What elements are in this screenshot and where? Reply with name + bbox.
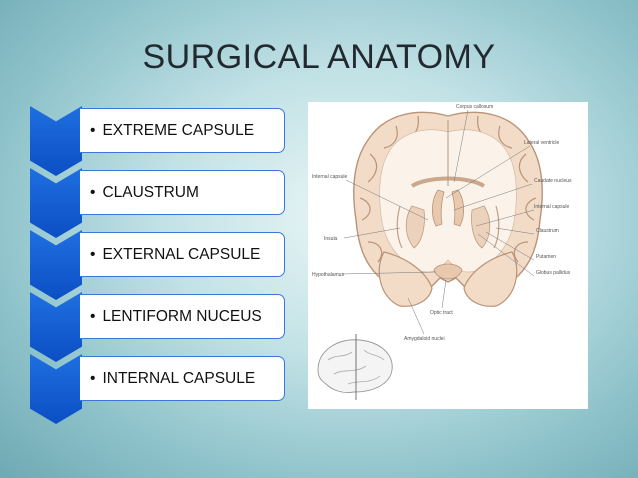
bullet: • xyxy=(90,121,96,139)
chevron-marker-3 xyxy=(30,230,82,300)
left-lateral-ventricle xyxy=(432,189,445,227)
list-item-label: EXTERNAL CAPSULE xyxy=(102,245,261,263)
left-claustrum xyxy=(396,205,403,249)
hypothalamus-region xyxy=(433,263,463,280)
right-lentiform-nucleus xyxy=(471,205,491,249)
list-item-claustrum: • CLAUSTRUM xyxy=(80,170,285,215)
label-caudate-nucleus: Caudate nucleus xyxy=(534,178,572,184)
chevron-marker-2 xyxy=(30,168,82,238)
bullet: • xyxy=(90,307,96,325)
right-claustrum xyxy=(493,205,500,249)
brain-diagram: Corpus callosum Lateral ventricle Caudat… xyxy=(312,104,572,400)
right-lateral-ventricle xyxy=(451,189,464,227)
brain-coronal-section-figure: Corpus callosum Lateral ventricle Caudat… xyxy=(308,102,588,409)
bullet: • xyxy=(90,183,96,201)
list-item-lentiform-nucleus: • LENTIFORM NUCEUS xyxy=(80,294,285,339)
label-insula: Insula xyxy=(324,236,338,242)
label-amygdaloid-nuclei: Amygdaloid nuclei xyxy=(404,336,445,342)
left-temporal-lobe xyxy=(378,251,433,307)
inset-brain-lateral-view xyxy=(317,334,393,400)
bullet: • xyxy=(90,245,96,263)
list-item-extreme-capsule: • EXTREME CAPSULE xyxy=(80,108,285,153)
right-temporal-lobe xyxy=(463,251,518,307)
label-putamen: Putamen xyxy=(536,254,556,260)
slide-title: SURGICAL ANATOMY xyxy=(142,38,496,76)
label-lateral-ventricle: Lateral ventricle xyxy=(524,140,560,146)
list-item-external-capsule: • EXTERNAL CAPSULE xyxy=(80,232,285,277)
chevron-marker-4 xyxy=(30,292,82,362)
left-lentiform-nucleus xyxy=(405,205,425,249)
label-hypothalamus: Hypothalamus xyxy=(312,272,344,278)
label-internal-capsule-left: Internal capsule xyxy=(312,174,348,180)
list-item-label: INTERNAL CAPSULE xyxy=(102,369,256,387)
list-item-label: EXTREME CAPSULE xyxy=(102,121,255,139)
bullet: • xyxy=(90,369,96,387)
list-item-internal-capsule: • INTERNAL CAPSULE xyxy=(80,356,285,401)
chevron-marker-1 xyxy=(30,106,82,176)
label-globus-pallidus: Globus pallidus xyxy=(536,270,571,276)
list-item-label: LENTIFORM NUCEUS xyxy=(102,307,262,325)
label-corpus-callosum: Corpus callosum xyxy=(456,104,493,110)
label-internal-capsule-right: Internal capsule xyxy=(534,204,570,210)
list-item-label: CLAUSTRUM xyxy=(102,183,199,201)
label-claustrum: Claustrum xyxy=(536,228,559,234)
chevron-marker-5 xyxy=(30,354,82,424)
label-optic-tract: Optic tract xyxy=(430,310,453,316)
leader-lines xyxy=(341,109,535,335)
